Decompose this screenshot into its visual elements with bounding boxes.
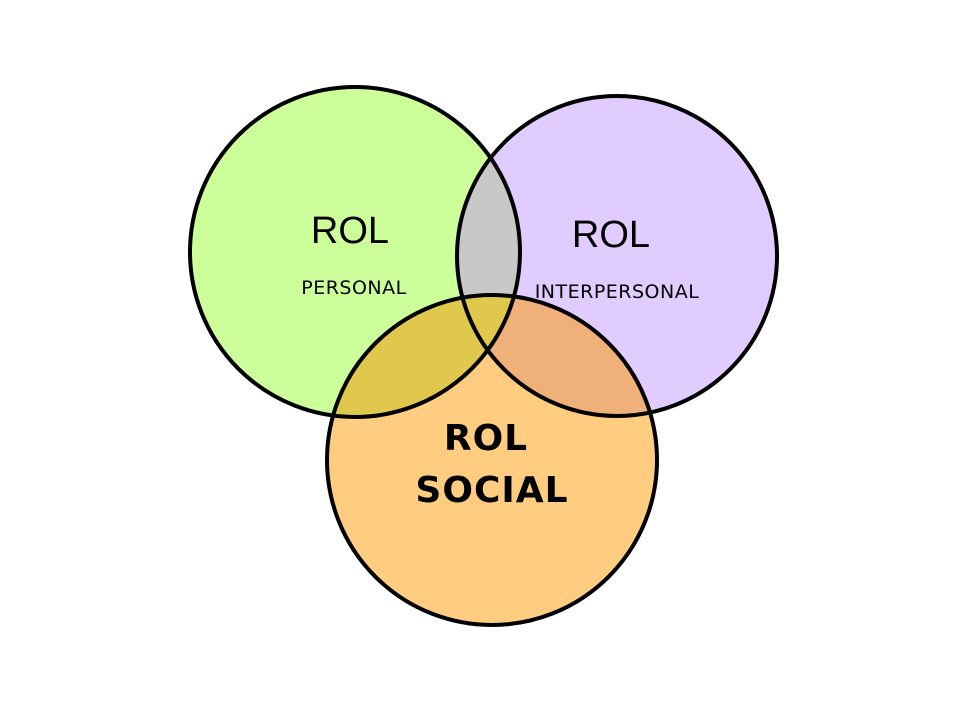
- interpersonal-circle-outline: [455, 94, 779, 418]
- interpersonal-title: ROL: [572, 214, 650, 256]
- personal-circle-outline: [188, 85, 522, 419]
- personal-subtitle: PERSONAL: [301, 277, 406, 299]
- personal-title: ROL: [311, 210, 389, 252]
- social-circle-outline: [325, 293, 659, 627]
- interpersonal-subtitle: INTERPERSONAL: [535, 281, 700, 303]
- social-subtitle: SOCIAL: [415, 470, 568, 511]
- personal-social-overlap: [327, 295, 520, 417]
- interpersonal-social-overlap-group: [457, 295, 657, 416]
- social-title: ROL: [444, 418, 528, 459]
- interpersonal-social-overlap: [457, 295, 657, 416]
- personal-social-overlap-group: [327, 295, 520, 417]
